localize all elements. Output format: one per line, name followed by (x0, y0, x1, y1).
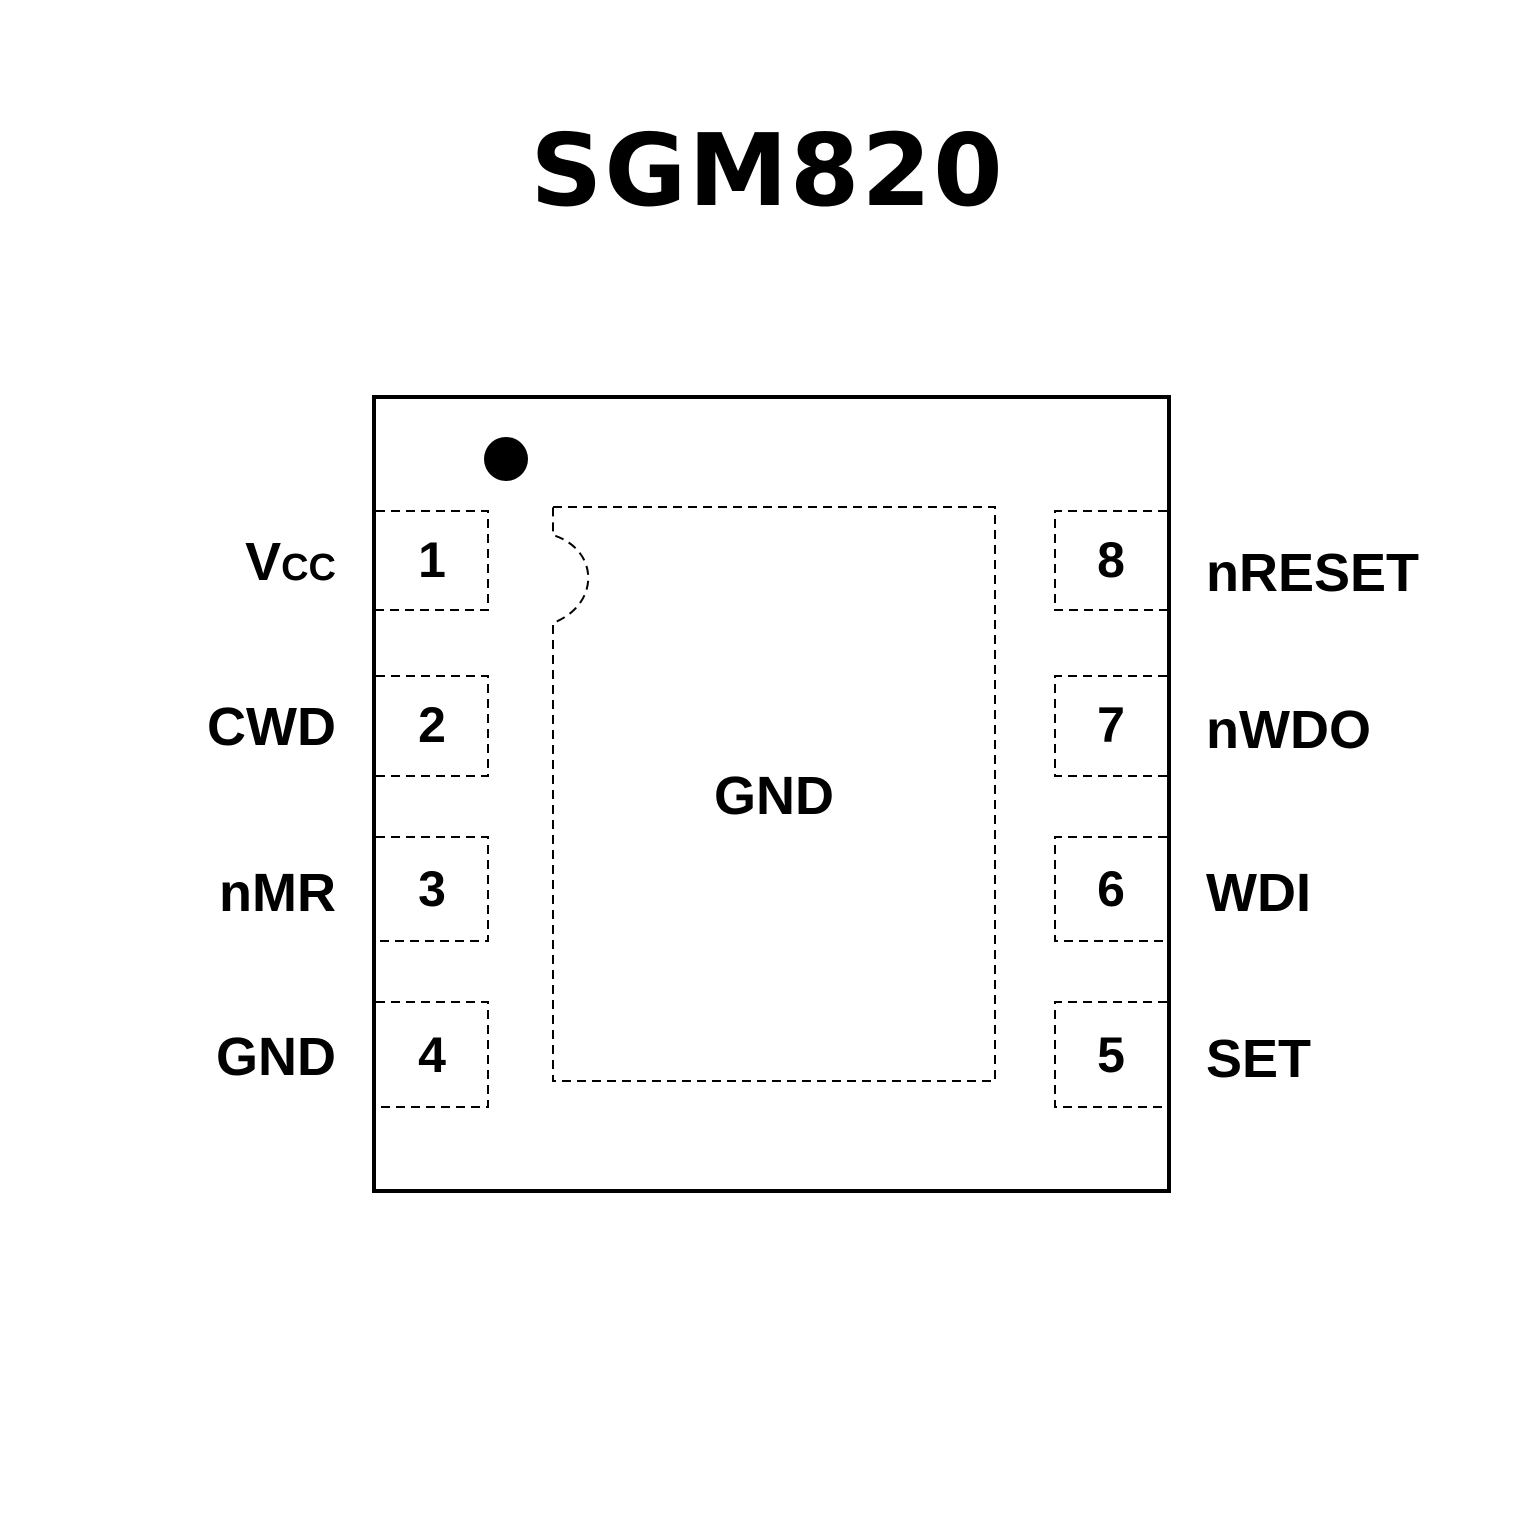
pin-label-2: CWD (207, 697, 336, 757)
pin-label-3: nMR (219, 863, 336, 923)
pin-label-7: nWDO (1206, 700, 1371, 760)
pad-5 (1054, 1001, 1167, 1108)
pin-label-5: SET (1206, 1029, 1312, 1089)
exposed-pad-outline (552, 506, 996, 1082)
pin-number-4: 4 (418, 1027, 446, 1083)
pin-label-1-subscript: CC (281, 547, 336, 589)
pin-number-5: 5 (1097, 1027, 1125, 1083)
pin-label-4: GND (216, 1027, 336, 1087)
pin-number-1: 1 (418, 532, 446, 588)
pin-label-1: VCC (36, 535, 336, 589)
pin-label-8: nRESET (1206, 543, 1420, 603)
pad-4 (376, 1001, 489, 1108)
pin1-marker-icon (484, 437, 528, 481)
pin-label-1-main: V (245, 532, 282, 592)
pin-number-2: 2 (418, 697, 446, 753)
pin-number-6: 6 (1097, 861, 1125, 917)
pin-number-8: 8 (1097, 532, 1125, 588)
pin-number-3: 3 (418, 861, 446, 917)
pin-label-6: WDI (1206, 863, 1311, 923)
diagram-title: SGM820 (530, 112, 1005, 229)
package-body (372, 395, 1171, 1193)
pin-number-7: 7 (1097, 697, 1125, 753)
exposed-pad-label: GND (714, 766, 834, 826)
pad-6 (1054, 836, 1167, 942)
pad-3 (376, 836, 489, 942)
